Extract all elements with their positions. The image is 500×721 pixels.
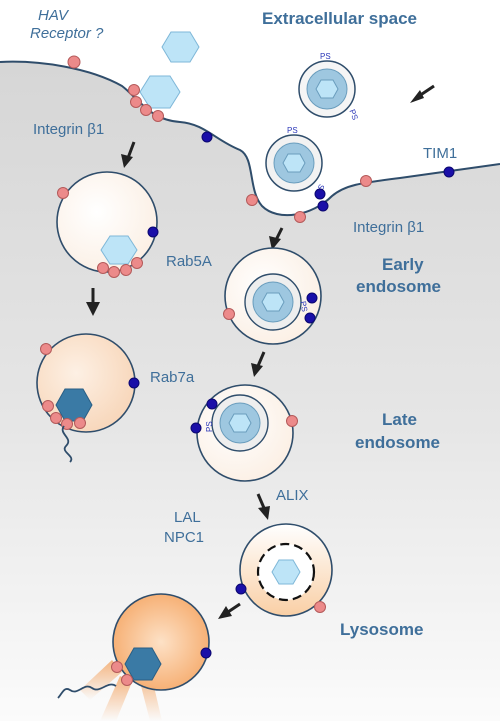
integrin-label-right: Integrin β1 [353, 219, 424, 236]
rab7a-label: Rab7a [150, 369, 195, 386]
arrow-to-rab7a [86, 288, 100, 316]
bound-virion-icon [139, 75, 181, 109]
plasma-membrane [0, 60, 500, 217]
svg-text:PS: PS [298, 300, 309, 312]
early-endosome-label-line1: Early [382, 255, 424, 274]
tim1-dot [201, 131, 213, 143]
rab5a-label: Rab5A [166, 253, 212, 270]
svg-text:PS: PS [320, 52, 331, 61]
alix-vesicle [235, 523, 333, 617]
arrow-to-alix-vesicle [256, 493, 270, 520]
arrow-to-late-endosome [251, 351, 266, 377]
alix-label: ALIX [276, 487, 309, 504]
npc1-label: NPC1 [164, 529, 204, 546]
rab7a-vesicle [36, 333, 140, 463]
early-endosome-label-line2: endosome [356, 277, 441, 296]
rab5a-vesicle [56, 171, 159, 278]
svg-text:PS: PS [347, 108, 359, 121]
integrin-label-left: Integrin β1 [33, 121, 104, 138]
tim1-label: TIM1 [423, 145, 457, 162]
receptor-cluster-1 [128, 84, 164, 122]
arrow-to-early-endosome [269, 227, 284, 250]
hav-receptor-dot [67, 55, 81, 69]
hav-receptor-label-line2: Receptor ? [30, 25, 104, 42]
lal-label: LAL [174, 509, 201, 526]
late-endosome-label-line2: endosome [355, 433, 440, 452]
lysosome-label: Lysosome [340, 620, 423, 639]
lysosome [57, 593, 212, 721]
arrow-ehav-approach [410, 84, 435, 103]
extracellular-space-label: Extracellular space [262, 9, 417, 28]
free-virion-icon [161, 31, 200, 63]
early-endosome: PS [223, 247, 322, 345]
arrow-to-lysosome [218, 602, 241, 619]
ehav-particle-binding: PS PS [265, 126, 327, 196]
arrow-to-rab5a [121, 141, 136, 168]
late-endosome-label-line1: Late [382, 410, 417, 429]
ehav-particle-free: PS PS [298, 52, 360, 121]
hav-receptor-label-line1: HAV [38, 7, 70, 24]
svg-text:PS: PS [287, 126, 298, 135]
svg-text:PS: PS [205, 421, 214, 432]
late-endosome: PS [190, 384, 298, 482]
receptor-cluster-2 [246, 166, 455, 223]
